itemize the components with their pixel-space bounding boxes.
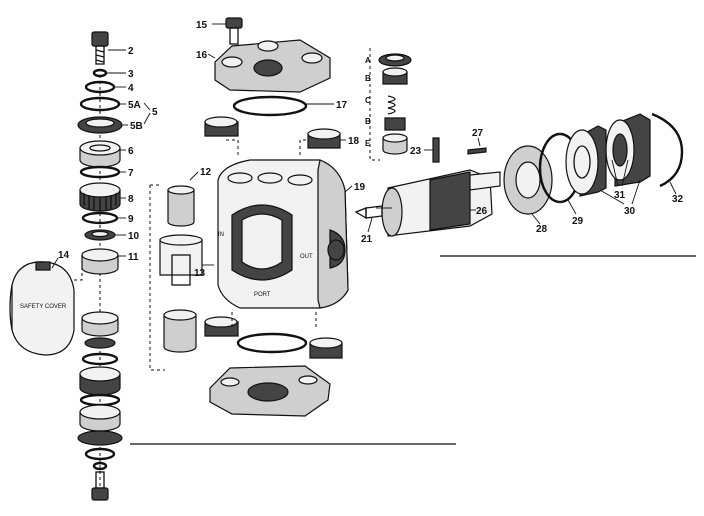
drive-shaft-group: 21 26 23 27 (354, 128, 501, 245)
callout-17: 17 (336, 100, 348, 111)
washer-3 (92, 68, 108, 78)
callout-2: 2 (128, 46, 134, 57)
callout-4: 4 (128, 83, 134, 94)
top-cover-group: 15 16 17 (196, 17, 348, 117)
seal-bearing-group: 28 29 30 31 32 (503, 112, 684, 235)
callout-23: 23 (410, 146, 422, 157)
sub-label-e: E (365, 139, 371, 148)
callout-11: 11 (128, 252, 139, 263)
callout-28: 28 (536, 224, 548, 235)
callout-32: 32 (672, 194, 684, 205)
callout-19: 19 (354, 182, 366, 193)
sub-label-b1: B (365, 74, 371, 83)
callout-16: 16 (196, 50, 208, 61)
callout-14: 14 (58, 250, 70, 261)
plugs: 18 (204, 116, 360, 359)
washer-10 (84, 229, 116, 241)
bearing-8 (79, 182, 121, 212)
callout-8: 8 (128, 194, 134, 205)
pump-body: IN OUT PORT 19 (217, 139, 366, 309)
callout-3: 3 (128, 69, 134, 80)
callout-5a: 5A (128, 100, 141, 111)
sub-label-a: A (365, 56, 371, 65)
callout-29: 29 (572, 216, 584, 227)
callout-21: 21 (361, 234, 373, 245)
callout-12: 12 (200, 167, 212, 178)
bushing-6 (79, 140, 121, 168)
sub-label-c: C (365, 96, 371, 105)
callout-10: 10 (128, 231, 140, 242)
callout-5: 5 (152, 107, 158, 118)
callout-5b: 5B (130, 121, 143, 132)
callout-13: 13 (194, 268, 206, 279)
callout-18: 18 (348, 136, 360, 147)
callout-15: 15 (196, 20, 208, 31)
oring-17 (232, 95, 308, 117)
safety-cover: SAFETY COVER 14 (9, 250, 83, 356)
piston-group: 12 13 (149, 167, 214, 371)
callout-6: 6 (128, 146, 134, 157)
callout-7: 7 (128, 168, 134, 179)
seal-5b (77, 116, 123, 134)
callout-9: 9 (128, 214, 134, 225)
callout-30: 30 (624, 206, 636, 217)
callout-27: 27 (472, 128, 484, 139)
collar-11 (81, 248, 119, 275)
lower-part-stack (77, 311, 123, 501)
left-part-stack: 2 3 4 5A 5 5B 6 7 8 9 10 11 (77, 31, 158, 501)
callout-31: 31 (614, 190, 626, 201)
sub-label-b2: B (365, 117, 371, 126)
safety-cover-text: SAFETY COVER (20, 304, 67, 310)
valve-subassembly: A B C B E (365, 48, 412, 161)
body-mark-in: IN (218, 232, 224, 238)
cap-screw-top (91, 31, 109, 65)
callout-26: 26 (476, 206, 488, 217)
body-mark-out: OUT (300, 254, 313, 260)
bottom-cover-plate (209, 312, 331, 417)
body-mark-port: PORT (254, 292, 271, 298)
